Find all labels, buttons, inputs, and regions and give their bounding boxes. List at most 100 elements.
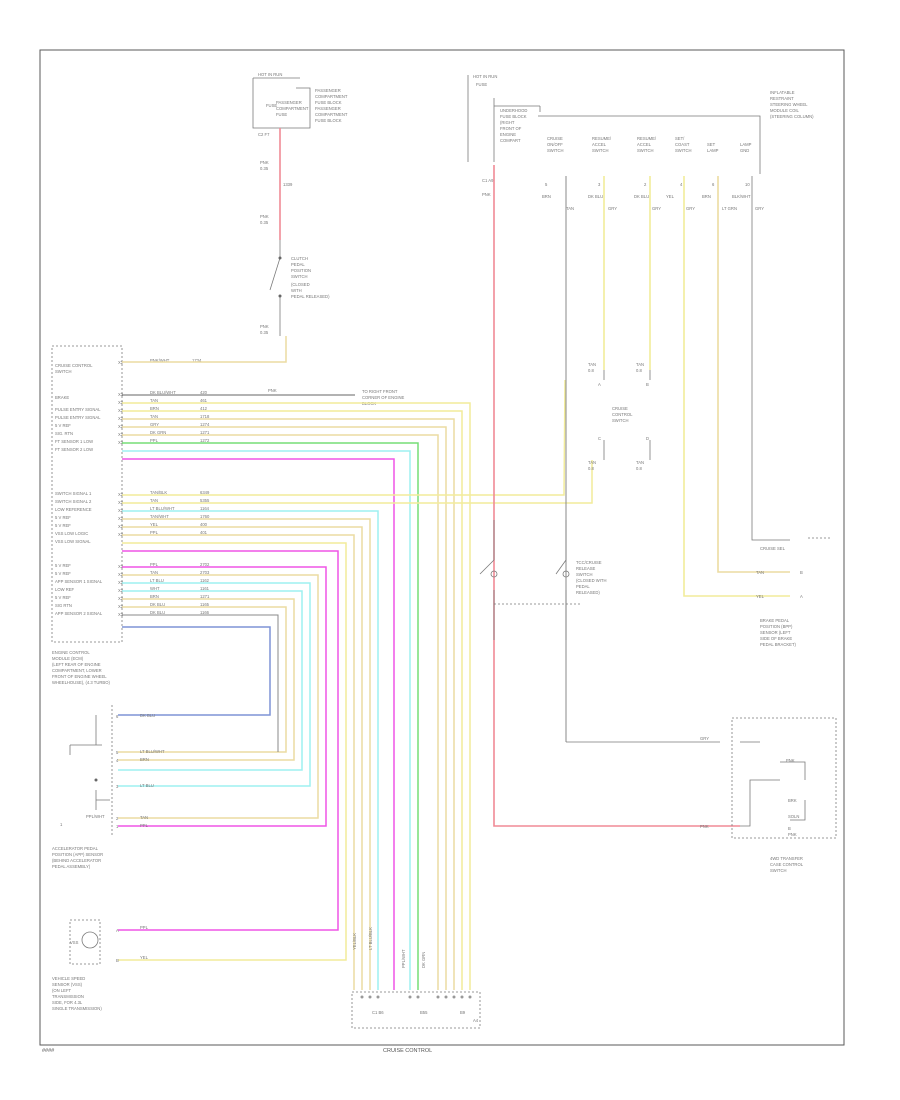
svg-text:YEL: YEL [150, 522, 159, 527]
svg-text:TAN: TAN [140, 815, 148, 820]
svg-text:SIDE, FOR 4.3L: SIDE, FOR 4.3L [52, 1000, 83, 1005]
svg-text:X2: X2 [118, 392, 124, 397]
svg-text:1: 1 [60, 822, 63, 827]
svg-text:2702: 2702 [200, 562, 210, 567]
svg-text:1272: 1272 [200, 438, 210, 443]
svg-text:FT SENSOR 2 LOW: FT SENSOR 2 LOW [55, 447, 93, 452]
svg-text:HOT IN RUN: HOT IN RUN [258, 72, 282, 77]
svg-text:X2: X2 [118, 572, 124, 577]
svg-text:WHT: WHT [150, 586, 160, 591]
wire-yellow-set [683, 176, 790, 597]
svg-text:5: 5 [545, 182, 548, 187]
svg-text:GRY: GRY [652, 206, 661, 211]
svg-text:POSITION (BPP): POSITION (BPP) [760, 624, 793, 629]
svg-text:BRN: BRN [140, 757, 149, 762]
svg-text:DK GRN: DK GRN [421, 952, 426, 968]
svg-text:A: A [598, 382, 601, 387]
svg-text:TAN: TAN [636, 460, 644, 465]
svg-text:TO RIGHT FRONT: TO RIGHT FRONT [362, 389, 398, 394]
svg-text:1734: 1734 [192, 358, 202, 363]
svg-text:(BEHIND ACCELERATOR: (BEHIND ACCELERATOR [52, 858, 101, 863]
svg-text:TAN: TAN [150, 570, 158, 575]
svg-text:0.35: 0.35 [260, 166, 269, 171]
svg-text:MODULE COIL: MODULE COIL [770, 108, 800, 113]
svg-text:FRONT OF ENGINE WHEEL: FRONT OF ENGINE WHEEL [52, 674, 107, 679]
svg-text:BRN: BRN [702, 194, 711, 199]
svg-text:PPL: PPL [150, 438, 159, 443]
svg-text:CONTROL: CONTROL [612, 412, 633, 417]
svg-text:SWITCH: SWITCH [576, 572, 593, 577]
svg-text:POSITION (APP) SENSOR: POSITION (APP) SENSOR [52, 852, 103, 857]
svg-text:0.35: 0.35 [260, 330, 269, 335]
engine-control-module-box: CRUISE CONTROL SWITCH BRAKE PULSE ENTRY … [51, 345, 123, 685]
svg-text:STEERING WHEEL: STEERING WHEEL [770, 102, 808, 107]
svg-text:BRN: BRN [542, 194, 551, 199]
svg-text:SWITCH: SWITCH [55, 369, 72, 374]
brake-pedal-position-sensor: CRUISE SEL TAN B YEL A BRAKE PEDAL POSIT… [756, 537, 830, 647]
svg-text:3: 3 [598, 182, 601, 187]
svg-text:4: 4 [680, 182, 683, 187]
svg-text:B9: B9 [460, 1010, 466, 1015]
svg-text:DK BLU: DK BLU [150, 602, 165, 607]
svg-text:FUSE: FUSE [276, 112, 287, 117]
svg-text:CLUTCH: CLUTCH [291, 256, 308, 261]
bottom-connector: YEL/BLK LT BLU/BLK PPL/WHT DK GRN C1 B6 … [351, 927, 481, 1029]
svg-text:1274: 1274 [200, 422, 210, 427]
svg-text:X2: X2 [118, 408, 124, 413]
svg-text:TAN/WHT: TAN/WHT [150, 514, 169, 519]
svg-text:0.35: 0.35 [260, 220, 269, 225]
svg-text:2703: 2703 [200, 570, 210, 575]
svg-text:CRUISE SEL: CRUISE SEL [760, 546, 786, 551]
svg-text:GRY: GRY [608, 206, 617, 211]
svg-text:COMPARTMENT: COMPARTMENT [276, 106, 309, 111]
svg-text:SWITCH: SWITCH [612, 418, 629, 423]
svg-text:PNK: PNK [260, 160, 269, 165]
svg-text:(CLOSED: (CLOSED [291, 282, 310, 287]
svg-text:0.8: 0.8 [636, 466, 642, 471]
svg-text:(CLOSED WITH: (CLOSED WITH [576, 578, 606, 583]
svg-text:X2: X2 [118, 432, 124, 437]
svg-text:1162: 1162 [200, 578, 210, 583]
svg-text:BRN: BRN [150, 406, 159, 411]
svg-text:X2: X2 [118, 580, 124, 585]
svg-text:SWITCH: SWITCH [592, 148, 609, 153]
svg-text:GRY: GRY [755, 206, 764, 211]
svg-text:(LEFT REAR OF ENGINE: (LEFT REAR OF ENGINE [52, 662, 101, 667]
svg-text:COMPARTMENT: COMPARTMENT [315, 112, 348, 117]
svg-text:C1 B6: C1 B6 [372, 1010, 384, 1015]
svg-text:X2: X2 [118, 508, 124, 513]
svg-text:1271: 1271 [200, 594, 210, 599]
svg-text:GRY: GRY [700, 736, 709, 741]
svg-text:(RIGHT: (RIGHT [500, 120, 515, 125]
svg-text:10: 10 [745, 182, 750, 187]
svg-text:SIDE OF BRAKE: SIDE OF BRAKE [760, 636, 792, 641]
svg-text:COMPARTMENT: COMPARTMENT [315, 94, 348, 99]
svg-text:DK BLU/WHT: DK BLU/WHT [150, 390, 176, 395]
svg-text:1165: 1165 [200, 602, 210, 607]
svg-text:BRAKE: BRAKE [55, 395, 69, 400]
svg-text:TAN: TAN [756, 570, 764, 575]
svg-text:400: 400 [200, 522, 208, 527]
svg-text:COMPART: COMPART [500, 138, 521, 143]
svg-text:RESTRAINT: RESTRAINT [770, 96, 794, 101]
svg-text:TAN: TAN [566, 206, 574, 211]
svg-text:ACCEL: ACCEL [592, 142, 607, 147]
svg-text:TAN: TAN [150, 498, 158, 503]
svg-text:LT BLU/WHT: LT BLU/WHT [150, 506, 175, 511]
svg-text:1339: 1339 [283, 182, 293, 187]
svg-text:LAMP: LAMP [740, 142, 752, 147]
svg-text:1718: 1718 [200, 414, 210, 419]
svg-text:A: A [116, 928, 119, 933]
svg-text:5 V REF: 5 V REF [55, 563, 71, 568]
svg-text:WITH: WITH [291, 288, 302, 293]
svg-text:PNK: PNK [786, 758, 795, 763]
svg-text:4WD TRANSFER: 4WD TRANSFER [770, 856, 803, 861]
svg-text:0.8: 0.8 [636, 368, 642, 373]
svg-text:GND: GND [740, 148, 749, 153]
svg-text:TAN: TAN [588, 362, 596, 367]
footer-left-label: #### [42, 1048, 55, 1054]
